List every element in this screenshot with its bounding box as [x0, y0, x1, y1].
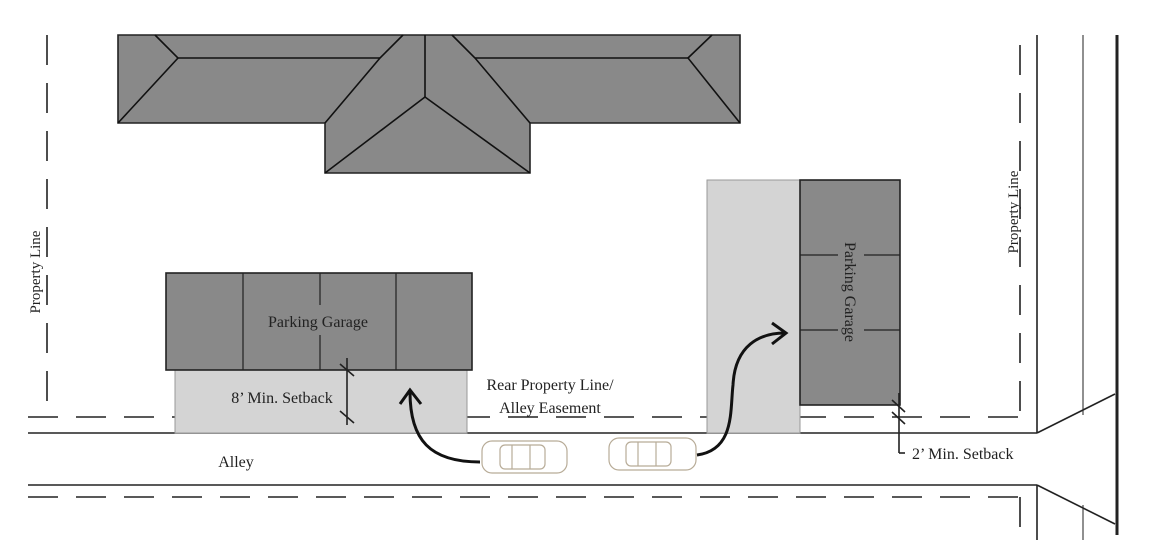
- car-right: [608, 437, 697, 471]
- alley-street-lines: [28, 35, 1119, 540]
- left-property-line-label: Property Line: [28, 230, 44, 313]
- rear-property-line-label: Rear Property Line/: [486, 377, 614, 394]
- left-setback-area: [174, 369, 468, 434]
- house-roof: [117, 34, 741, 174]
- arrow-right-garage: [696, 331, 786, 457]
- left-parking-garage: Parking Garage: [165, 272, 473, 371]
- setback-8-label: 8’ Min. Setback: [231, 390, 332, 407]
- alley-label: Alley: [218, 454, 254, 471]
- setback-2-label: 2’ Min. Setback: [912, 446, 1013, 463]
- turn-arrows: [398, 321, 789, 464]
- right-driveway-area: [706, 179, 801, 434]
- right-property-line-label: Property Line: [1006, 170, 1022, 253]
- left-garage-label: Parking Garage: [268, 314, 368, 331]
- right-parking-garage: Parking Garage: [799, 179, 901, 406]
- right-garage-label: Parking Garage: [841, 242, 858, 342]
- alley-easement-label: Alley Easement: [499, 400, 601, 417]
- car-left: [481, 440, 568, 474]
- arrow-left-garage: [408, 391, 481, 464]
- setback-2-dimension: [891, 393, 906, 454]
- setback-8-dimension: [339, 358, 355, 425]
